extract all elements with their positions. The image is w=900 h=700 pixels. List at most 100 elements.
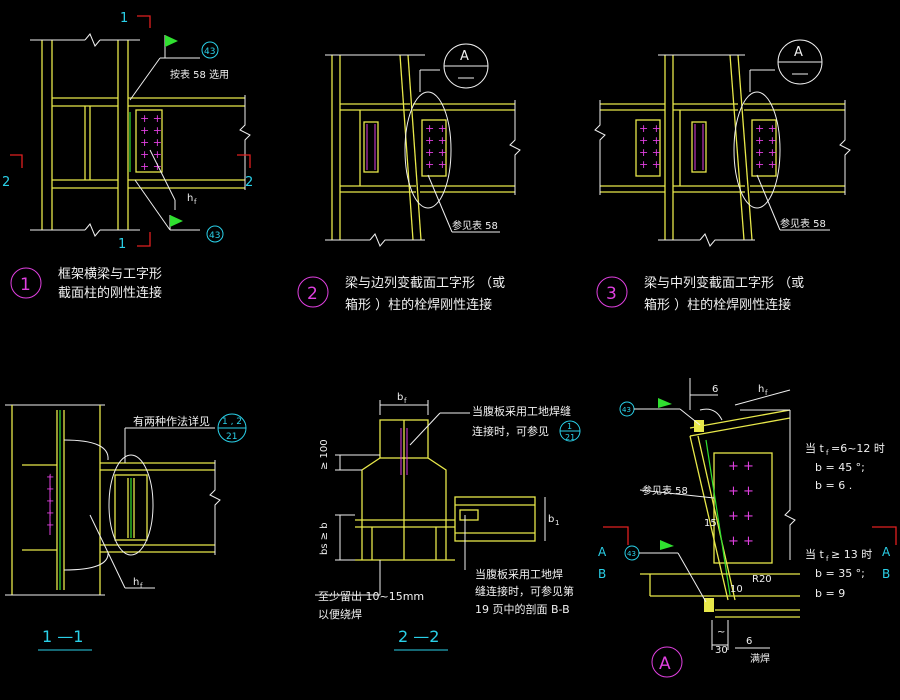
section-2-2-bf: b xyxy=(397,392,403,403)
section-1-1-label: 1 —1 xyxy=(42,627,83,646)
detail-1-weld-ref-bottom: 43 xyxy=(209,231,220,241)
detail-a-drawing: 6 h f + + + + + + + + 15 R20 10 xyxy=(598,378,897,665)
detail-a-tf-b1-tail: ≥ 13 时 xyxy=(831,548,872,561)
detail-2-number: 2 xyxy=(307,284,318,304)
section-2-2-drawing: b f ≥ 100 bs ≥ b b 1 当腹板采用工地焊缝 连接时，可参见 xyxy=(315,392,581,621)
detail-2-title-2: 箱形 ）柱的栓焊刚性连接 xyxy=(345,297,492,313)
detail-a-dim-r20: R20 xyxy=(752,574,772,585)
svg-text:+ +: + + xyxy=(425,134,447,147)
detail-1-hf-sub: f xyxy=(194,198,197,206)
weld-fill-icon xyxy=(704,598,714,612)
section-2-2-note-min-2: 以便绕焊 xyxy=(318,607,362,621)
detail-3-caption: 3 梁与中列变截面工字形 （或 箱形 ）柱的栓焊刚性连接 xyxy=(596,275,804,313)
detail-1-section-mark-1: 1 xyxy=(120,11,128,26)
svg-text:+ +: + + xyxy=(140,136,162,149)
svg-text:+ +: + + xyxy=(728,509,754,524)
svg-text:+ +: + + xyxy=(639,158,661,171)
detail-3-note: 参见表 58 xyxy=(780,217,826,230)
detail-a-tf-a1-tail: =6~12 时 xyxy=(831,442,885,455)
detail-a-note: 参见表 58 xyxy=(642,484,688,497)
detail-a-b-a1: b = 45 °; xyxy=(815,461,865,474)
detail-1-weld-ref-top: 43 xyxy=(204,47,215,57)
detail-a-dim-10: 10 xyxy=(730,584,743,595)
detail-3-ref: A xyxy=(794,45,803,60)
detail-a-caption: A xyxy=(651,646,683,678)
detail-a-dim-hf-sub: f xyxy=(765,389,768,397)
detail-2-drawing: + + + + + + + + A 参见表 58 xyxy=(325,43,521,247)
detail-a-dim-6: 6 xyxy=(712,384,718,395)
detail-a-dim-6b: 6 xyxy=(746,636,752,647)
section-1-1-hf-sub: f xyxy=(140,582,143,590)
detail-a-tf-a1-sub: f xyxy=(826,449,829,457)
detail-1-hf: h xyxy=(187,193,193,204)
svg-text:+ +: + + xyxy=(728,459,754,474)
svg-text:+ +: + + xyxy=(728,484,754,499)
section-2-2-note-min-1: 至少留出 10~15mm xyxy=(318,589,424,603)
section-2-2-bf-sub: f xyxy=(404,397,407,405)
svg-text:+ +: + + xyxy=(728,534,754,549)
detail-a-sec-b-right: B xyxy=(882,567,890,581)
detail-1-section-mark-1b: 1 xyxy=(118,237,126,252)
detail-a-tf-b1-sub: f xyxy=(826,555,829,563)
detail-a-b-b2: b = 9 xyxy=(815,587,845,600)
detail-a-dim-30: 30 xyxy=(715,645,728,656)
detail-1-section-mark-2: 2 xyxy=(2,175,10,190)
detail-1-bolts: + + + + + + + + + + xyxy=(140,112,162,173)
svg-text:+ +: + + xyxy=(140,112,162,125)
weld-flag-icon-2 xyxy=(170,215,183,227)
svg-text:+ +: + + xyxy=(639,146,661,159)
svg-text:+ +: + + xyxy=(755,122,777,135)
section-1-1-ref-bottom: 21 xyxy=(226,432,237,442)
detail-3-title-1: 梁与中列变截面工字形 （或 xyxy=(644,275,804,291)
section-2-2-b1-sub: 1 xyxy=(555,519,559,527)
detail-2-caption: 2 梁与边列变截面工字形 （或 箱形 ）柱的栓焊刚性连接 xyxy=(297,275,505,313)
svg-text:+ +: + + xyxy=(425,122,447,135)
detail-a-weld-ref-bottom: 43 xyxy=(627,550,636,558)
section-2-2-note-bot-3: 19 页中的剖面 B-B xyxy=(475,602,570,616)
weld-flag-icon-a1 xyxy=(658,398,672,408)
detail-a-sec-b-left: B xyxy=(598,567,606,581)
detail-1-note: 按表 58 选用 xyxy=(170,68,229,81)
section-2-2-note-top-1: 当腹板采用工地焊缝 xyxy=(472,404,571,418)
svg-text:+ +: + + xyxy=(755,146,777,159)
section-2-2-dim-bs: bs ≥ b xyxy=(319,522,330,555)
section-2-2-dim-100: ≥ 100 xyxy=(319,439,330,470)
section-1-1-hf: h xyxy=(133,577,139,588)
detail-a-tf-b1: 当 t xyxy=(805,547,824,561)
detail-2-ref: A xyxy=(460,49,469,64)
svg-text:+ +: + + xyxy=(639,134,661,147)
section-1-1-note: 有两种作法详见 xyxy=(133,414,210,428)
section-2-2-note-top-2: 连接时，可参见 xyxy=(472,424,549,438)
section-2-2-note-bot-1: 当腹板采用工地焊 xyxy=(475,567,563,581)
svg-text:+ +: + + xyxy=(755,158,777,171)
detail-a-wave: ~ xyxy=(717,627,725,638)
section-2-2-ref-bottom: 21 xyxy=(565,433,575,442)
detail-a-label: A xyxy=(659,654,671,674)
detail-3-drawing: + + + + + + + + + + + + + + + + A xyxy=(594,39,851,247)
section-2-2-ref-top: 1 xyxy=(567,422,572,431)
section-1-1-ref-top: 1 , 2 xyxy=(222,417,242,427)
detail-a-dim-hf: h xyxy=(758,384,764,395)
detail-2-title-1: 梁与边列变截面工字形 （或 xyxy=(345,275,505,291)
detail-a-sec-a-right: A xyxy=(882,545,891,559)
weld-flag-icon xyxy=(165,35,178,47)
detail-2-note: 参见表 58 xyxy=(452,219,498,232)
detail-a-weld-note: 满焊 xyxy=(750,653,770,665)
detail-1-caption: 1 框架横梁与工字形 截面柱的刚性连接 xyxy=(10,267,162,301)
weld-fill-icon-top xyxy=(694,420,704,432)
detail-a-b-b1: b = 35 °; xyxy=(815,567,865,580)
weld-flag-icon-a2 xyxy=(660,540,674,550)
detail-1-title-1: 框架横梁与工字形 xyxy=(58,267,162,282)
section-2-2-label: 2 —2 xyxy=(398,627,439,646)
detail-1-title-2: 截面柱的刚性连接 xyxy=(58,285,162,301)
detail-a-dim-15: 15 xyxy=(704,518,717,529)
detail-a-sec-a-left: A xyxy=(598,545,607,559)
section-1-1-drawing: + + + + + 有两种作法详见 1 , 2 21 h f xyxy=(5,404,247,596)
section-2-2-note-bot-2: 缝连接时，可参见第 xyxy=(475,584,574,598)
svg-text:+ +: + + xyxy=(639,122,661,135)
detail-a-tf-a1: 当 t xyxy=(805,441,824,455)
detail-1-drawing: + + + + + + + + + + 1 1 2 2 43 按表 58 选用 … xyxy=(2,11,253,252)
section-2-2-b1: b xyxy=(548,514,554,525)
detail-3-title-2: 箱形 ）柱的栓焊刚性连接 xyxy=(644,297,791,313)
